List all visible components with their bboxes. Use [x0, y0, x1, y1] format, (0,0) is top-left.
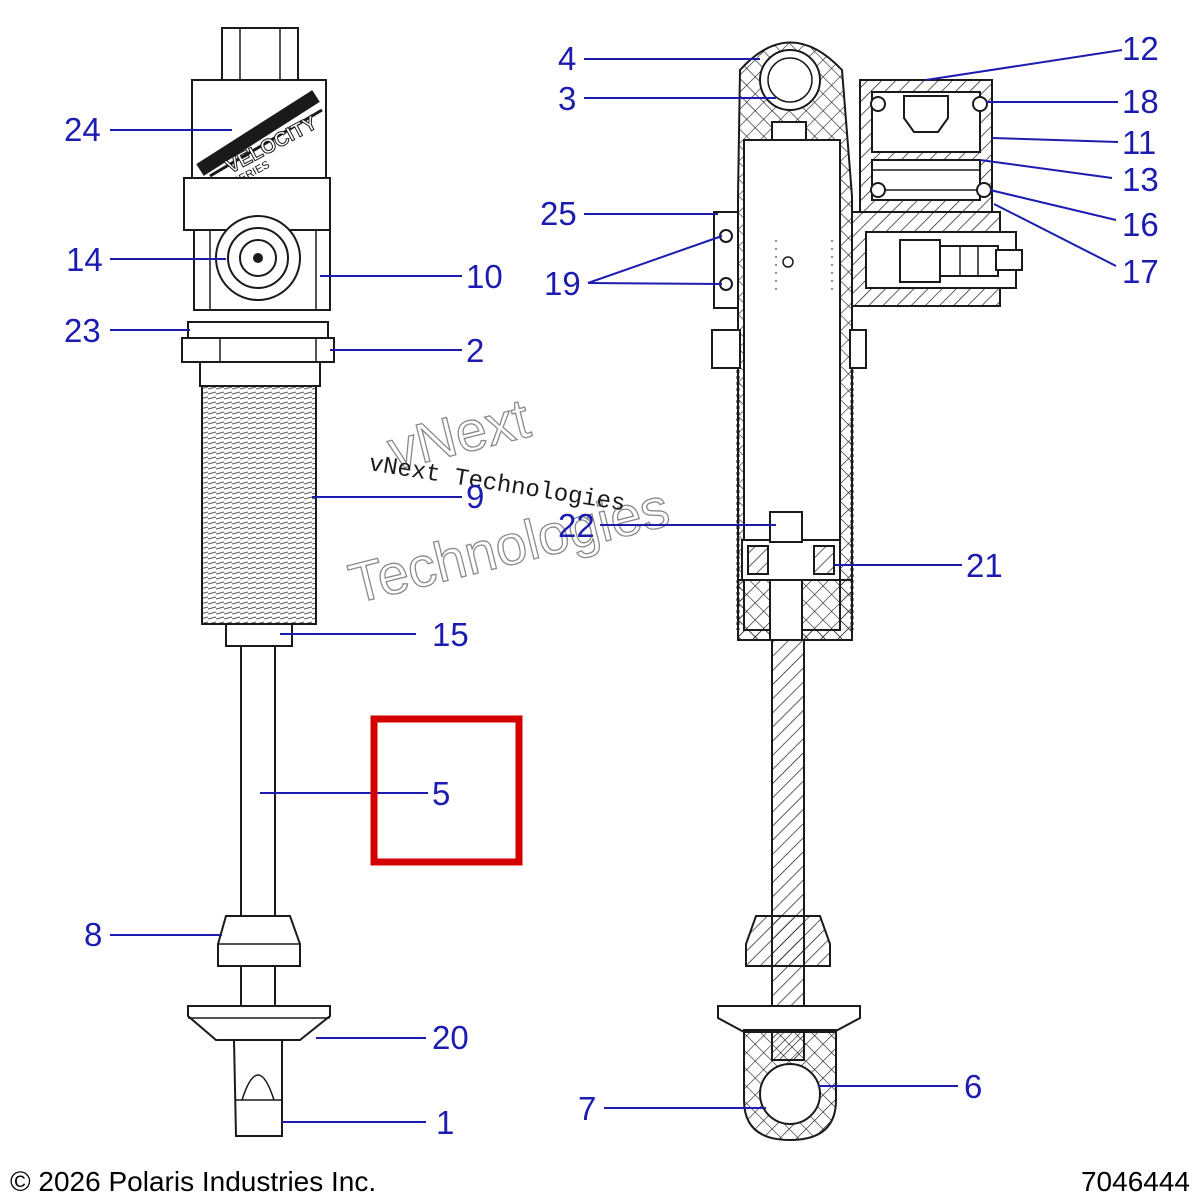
callout-13: 13 [1122, 161, 1159, 198]
port-block [713, 211, 739, 309]
callout-14: 14 [66, 241, 103, 278]
lock-ring [181, 337, 335, 363]
callout-labels: 24 14 23 10 2 9 15 5 8 20 1 4 3 25 19 22… [64, 30, 1159, 1141]
callout-16: 16 [1122, 206, 1159, 243]
highlight-box [370, 715, 523, 866]
bottom-bushing [759, 1063, 821, 1125]
spacer-ring [187, 321, 329, 339]
callout-15: 15 [432, 616, 469, 653]
callout-6: 6 [964, 1068, 982, 1105]
drawing-number: 7046444 [1080, 1166, 1190, 1197]
callout-24: 24 [64, 111, 101, 148]
callout-19: 19 [544, 265, 581, 302]
cup-section [717, 1005, 861, 1033]
shaft [240, 645, 276, 917]
callout-18: 18 [1122, 83, 1159, 120]
callout-22: 22 [558, 507, 595, 544]
callout-8: 8 [84, 916, 102, 953]
callout-11: 11 [1122, 124, 1156, 161]
threaded-body [201, 385, 317, 625]
callout-4: 4 [558, 40, 576, 77]
callout-3: 3 [558, 80, 576, 117]
shaft-section [771, 639, 805, 1061]
callout-10: 10 [466, 258, 503, 295]
top-fitting [221, 27, 299, 83]
top-bushing [759, 49, 821, 111]
callout-9: 9 [466, 478, 484, 515]
external-view: VELOCITY SERIES [181, 27, 335, 1137]
bottom-eyelet [232, 1039, 283, 1137]
callout-5: 5 [432, 775, 450, 812]
callout-2: 2 [466, 332, 484, 369]
copyright-notice: © 2026 Polaris Industries Inc. [10, 1166, 377, 1197]
section-view [711, 41, 1023, 1142]
callout-1: 1 [436, 1104, 454, 1141]
callout-12: 12 [1122, 30, 1159, 67]
callout-21: 21 [966, 547, 1003, 584]
callout-23: 23 [64, 312, 101, 349]
bumper [217, 915, 301, 967]
bump-cup [187, 1005, 331, 1041]
bumper-section [745, 915, 831, 967]
callout-17: 17 [1122, 253, 1159, 290]
callout-7: 7 [578, 1090, 596, 1127]
callout-25: 25 [540, 195, 577, 232]
piston-nut [769, 511, 803, 543]
callout-20: 20 [432, 1019, 469, 1056]
leader-lines [110, 49, 1123, 1123]
